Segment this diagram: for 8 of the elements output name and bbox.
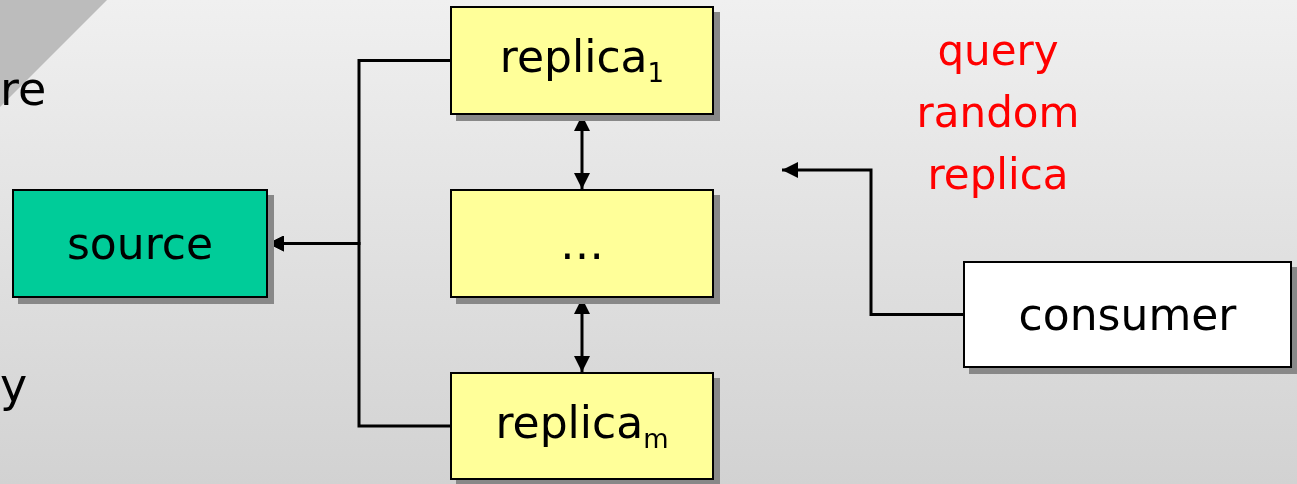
node-label: consumer — [1018, 292, 1237, 337]
node-label: replica$_{m}$ — [495, 400, 669, 452]
node-label: source — [66, 221, 214, 266]
arrow — [782, 162, 963, 316]
text-fragment: re — [0, 66, 47, 112]
edge-label: query random replica — [915, 25, 1081, 201]
node-label: replica$_{1}$ — [499, 35, 665, 86]
node-label: … — [560, 221, 604, 266]
